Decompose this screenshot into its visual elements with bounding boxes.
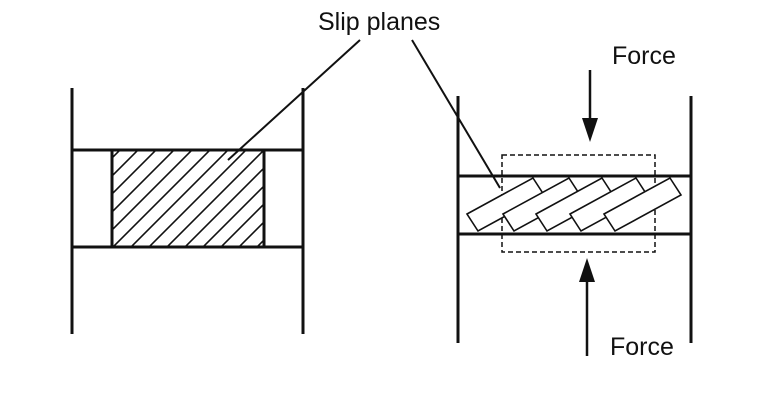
force-arrow-down (582, 70, 598, 142)
left-specimen (70, 88, 305, 334)
force-top-label: Force (612, 42, 676, 70)
hatched-crystal (110, 148, 266, 249)
leader-line-left (227, 39, 361, 161)
slip-block (602, 176, 683, 233)
force-arrow-up (579, 258, 595, 356)
leader-line-right (411, 39, 501, 189)
slip-blocks (465, 176, 683, 233)
right-specimen (456, 70, 693, 356)
slip-planes-label: Slip planes (318, 8, 441, 36)
force-bottom-label: Force (610, 333, 674, 361)
